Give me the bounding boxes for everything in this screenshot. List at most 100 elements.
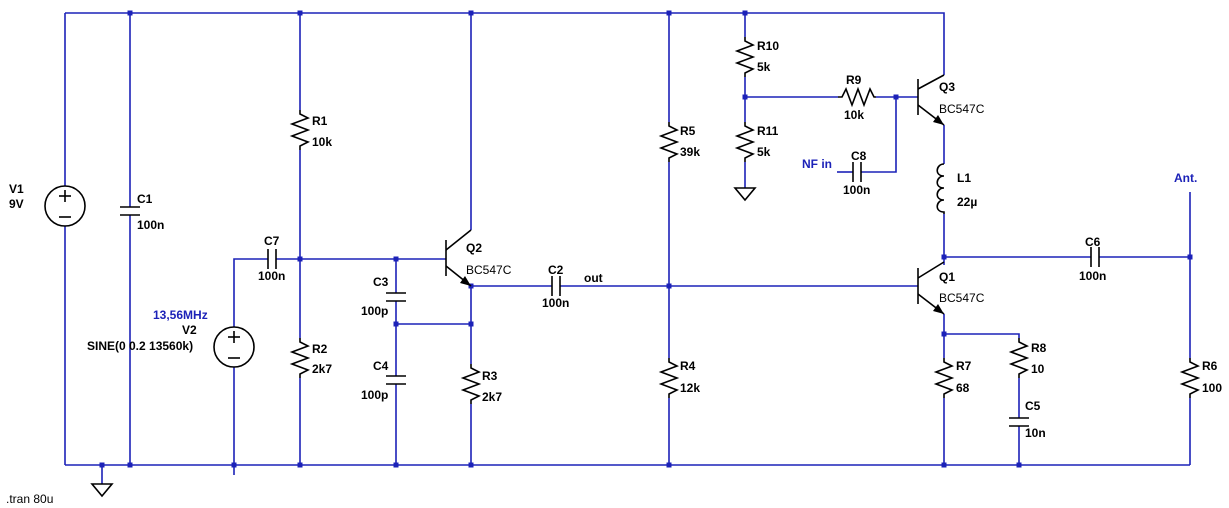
c5-name: C5 xyxy=(1025,399,1041,413)
r6-symbol xyxy=(1179,358,1201,398)
r2-symbol xyxy=(289,338,311,378)
c2-name: C2 xyxy=(548,263,564,277)
junction-dot xyxy=(393,256,399,262)
junction-dot xyxy=(742,10,748,16)
junction-dot xyxy=(297,10,303,16)
r7-symbol xyxy=(933,358,955,398)
c8-symbol xyxy=(852,162,862,182)
wires xyxy=(64,12,1191,484)
r9-symbol xyxy=(838,86,876,108)
l1-value: 22µ xyxy=(957,195,977,209)
c6-symbol xyxy=(1090,247,1100,267)
r8-symbol xyxy=(1008,338,1030,378)
junction-dot xyxy=(297,256,303,262)
junction-dot xyxy=(742,94,748,100)
r3-value: 2k7 xyxy=(482,390,502,404)
junction-dot xyxy=(893,94,899,100)
labels: V1 9V C1 100n R1 10k R2 2k7 C7 100n 13,5… xyxy=(6,39,1222,506)
r6-value: 100 xyxy=(1202,381,1222,395)
c5-value: 10n xyxy=(1025,426,1046,440)
c5-symbol xyxy=(1009,417,1029,427)
c7-value: 100n xyxy=(258,269,285,283)
c4-name: C4 xyxy=(373,359,389,373)
r2-value: 2k7 xyxy=(312,362,332,376)
junction-dot xyxy=(666,283,672,289)
v1-source-symbol xyxy=(44,185,86,227)
v2-frequency: 13,56MHz xyxy=(153,308,208,322)
r1-symbol xyxy=(289,110,311,150)
junction-dot xyxy=(231,462,237,468)
c6-value: 100n xyxy=(1079,269,1106,283)
r11-name: R11 xyxy=(757,124,779,138)
junction-dot xyxy=(468,462,474,468)
r3-name: R3 xyxy=(482,369,498,383)
components xyxy=(44,37,1201,498)
r4-value: 12k xyxy=(680,381,700,395)
c1-symbol xyxy=(120,206,140,216)
ground-symbol xyxy=(90,483,114,498)
out-net-label: out xyxy=(584,271,603,285)
c6-name: C6 xyxy=(1085,235,1101,249)
v2-source-symbol xyxy=(213,326,255,368)
r7-name: R7 xyxy=(956,359,972,373)
q1-value: BC547C xyxy=(939,291,985,305)
junctions xyxy=(99,10,1193,468)
c8-wire xyxy=(861,97,897,173)
q1-name: Q1 xyxy=(939,270,955,284)
r11-symbol xyxy=(734,122,756,162)
r7-value: 68 xyxy=(956,381,970,395)
q2-name: Q2 xyxy=(466,241,482,255)
junction-dot xyxy=(99,462,105,468)
junction-dot xyxy=(941,462,947,468)
r10-name: R10 xyxy=(757,39,779,53)
c1-name: C1 xyxy=(137,192,153,206)
c8-value: 100n xyxy=(843,183,870,197)
c8-name: C8 xyxy=(851,149,867,163)
r8-wire-top xyxy=(944,333,1020,338)
r4-symbol xyxy=(658,358,680,398)
r8-name: R8 xyxy=(1031,341,1047,355)
junction-dot xyxy=(393,462,399,468)
r5-symbol xyxy=(658,122,680,162)
sim-directive: .tran 80u xyxy=(6,492,53,506)
junction-dot xyxy=(468,321,474,327)
q2-transistor-symbol xyxy=(445,229,472,287)
r10-value: 5k xyxy=(757,60,771,74)
v2-name: V2 xyxy=(182,323,197,337)
r6-name: R6 xyxy=(1202,359,1218,373)
v2-c7-wire xyxy=(233,258,268,327)
l1-name: L1 xyxy=(957,171,971,185)
q1-transistor-symbol xyxy=(917,261,945,315)
c2-symbol xyxy=(551,276,561,296)
r11-value: 5k xyxy=(757,145,771,159)
junction-dot xyxy=(1187,254,1193,260)
c7-name: C7 xyxy=(264,234,280,248)
junction-dot xyxy=(941,254,947,260)
c4-value: 100p xyxy=(361,388,388,402)
c3-name: C3 xyxy=(373,275,389,289)
r8-value: 10 xyxy=(1031,362,1045,376)
junction-dot xyxy=(127,10,133,16)
r1-name: R1 xyxy=(312,114,328,128)
r2-name: R2 xyxy=(312,342,328,356)
nf-in-net-label: NF in xyxy=(802,157,832,171)
r1-value: 10k xyxy=(312,135,332,149)
junction-dot xyxy=(666,10,672,16)
q3-transistor-symbol xyxy=(917,74,945,126)
l1-symbol xyxy=(936,163,945,214)
junction-dot xyxy=(297,462,303,468)
v1-name: V1 xyxy=(9,182,24,196)
v2-value: SINE(0 0.2 13560k) xyxy=(87,339,193,353)
ant-net-label: Ant. xyxy=(1174,171,1197,185)
junction-dot xyxy=(468,10,474,16)
c4-symbol xyxy=(386,375,406,385)
r4-name: R4 xyxy=(680,359,696,373)
junction-dot xyxy=(941,331,947,337)
c7-symbol xyxy=(267,249,277,269)
c1-value: 100n xyxy=(137,218,164,232)
r9-name: R9 xyxy=(846,73,862,87)
c3-value: 100p xyxy=(361,304,388,318)
c2-value: 100n xyxy=(542,296,569,310)
junction-dot xyxy=(393,321,399,327)
